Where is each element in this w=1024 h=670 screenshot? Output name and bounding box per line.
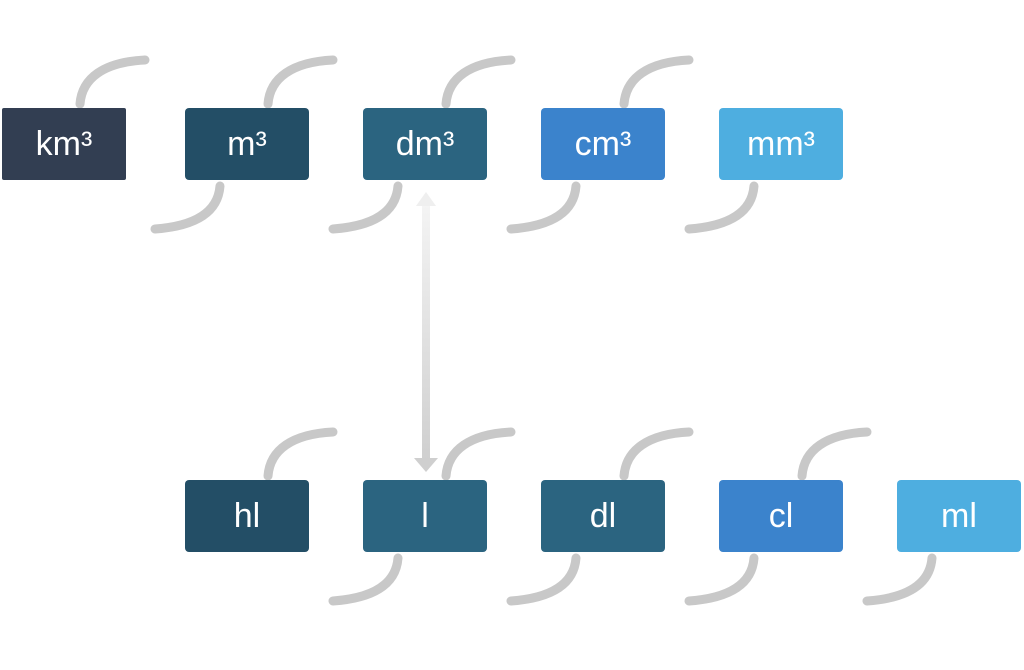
arc-connector-bottom [328, 553, 403, 606]
unit-box-dm3: dm³ [363, 108, 487, 180]
unit-box-l: l [363, 480, 487, 552]
unit-box-m3: m³ [185, 108, 309, 180]
arc-connector-bottom [506, 553, 581, 606]
arc-connector-top [797, 427, 872, 481]
arc-connector-top [619, 55, 694, 109]
unit-box-cl: cl [719, 480, 843, 552]
arc-connector-top [263, 55, 338, 109]
unit-box-km3: km³ [2, 108, 126, 180]
arc-connector-bottom [684, 553, 759, 606]
arc-connector-bottom [328, 181, 403, 234]
arc-connector-top [441, 427, 516, 481]
unit-box-dl: dl [541, 480, 665, 552]
arc-connector-top [619, 427, 694, 481]
arc-connector-bottom [684, 181, 759, 234]
unit-box-mm3: mm³ [719, 108, 843, 180]
unit-box-ml: ml [897, 480, 1021, 552]
unit-box-cm3: cm³ [541, 108, 665, 180]
arc-connector-bottom [150, 181, 225, 234]
arc-connector-top [75, 55, 150, 109]
arc-connector-bottom [506, 181, 581, 234]
arc-connector-bottom [862, 553, 937, 606]
equivalence-arrow [414, 192, 438, 472]
unit-box-hl: hl [185, 480, 309, 552]
arc-connector-top [441, 55, 516, 109]
arc-connector-top [263, 427, 338, 481]
